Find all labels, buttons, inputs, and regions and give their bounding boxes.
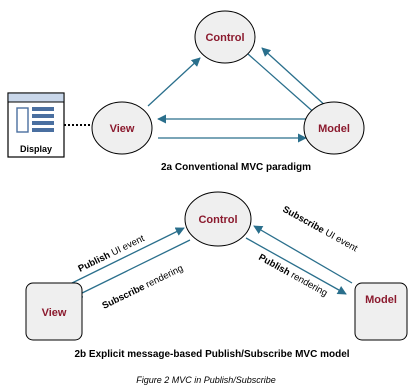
arrow-control-to-view-b (73, 239, 191, 298)
control-label-b: Control (198, 214, 237, 226)
model-label-a: Model (318, 123, 350, 135)
view-node-a (91, 101, 153, 155)
caption-2a: 2a Conventional MVC paradigm (161, 162, 311, 173)
view-node-b (25, 282, 83, 341)
label-publish-ui-event: Publish UI event (76, 233, 146, 275)
arrow-view-to-control-b (67, 227, 185, 286)
model-node-b (354, 282, 408, 341)
model-label-b: Model (365, 294, 397, 306)
arrow-view-to-control (147, 57, 201, 107)
view-label-b: View (42, 307, 67, 319)
view-label-a: View (110, 123, 135, 135)
arrow-control-to-model (247, 53, 319, 117)
model-node-a (303, 101, 365, 155)
label-subscribe-ui-event: Subscribe UI event (281, 204, 360, 254)
display-screen-icon (16, 107, 29, 133)
label-publish-rendering: Publish rendering (257, 252, 330, 299)
display-label: Display (20, 144, 52, 154)
control-label-a: Control (205, 32, 244, 44)
control-node-a (194, 10, 256, 64)
display-window: Display (7, 92, 65, 158)
display-lines-icon (32, 107, 54, 132)
figure-caption: Figure 2 MVC in Publish/Subscribe (136, 375, 276, 385)
arrow-model-to-control (261, 47, 329, 109)
caption-2b: 2b Explicit message-based Publish/Subscr… (74, 349, 349, 360)
arrow-model-to-control-b (253, 225, 353, 284)
label-subscribe-rendering: Subscribe rendering (100, 263, 185, 312)
arrow-control-to-model-b (245, 237, 347, 295)
control-node-b (184, 191, 252, 247)
